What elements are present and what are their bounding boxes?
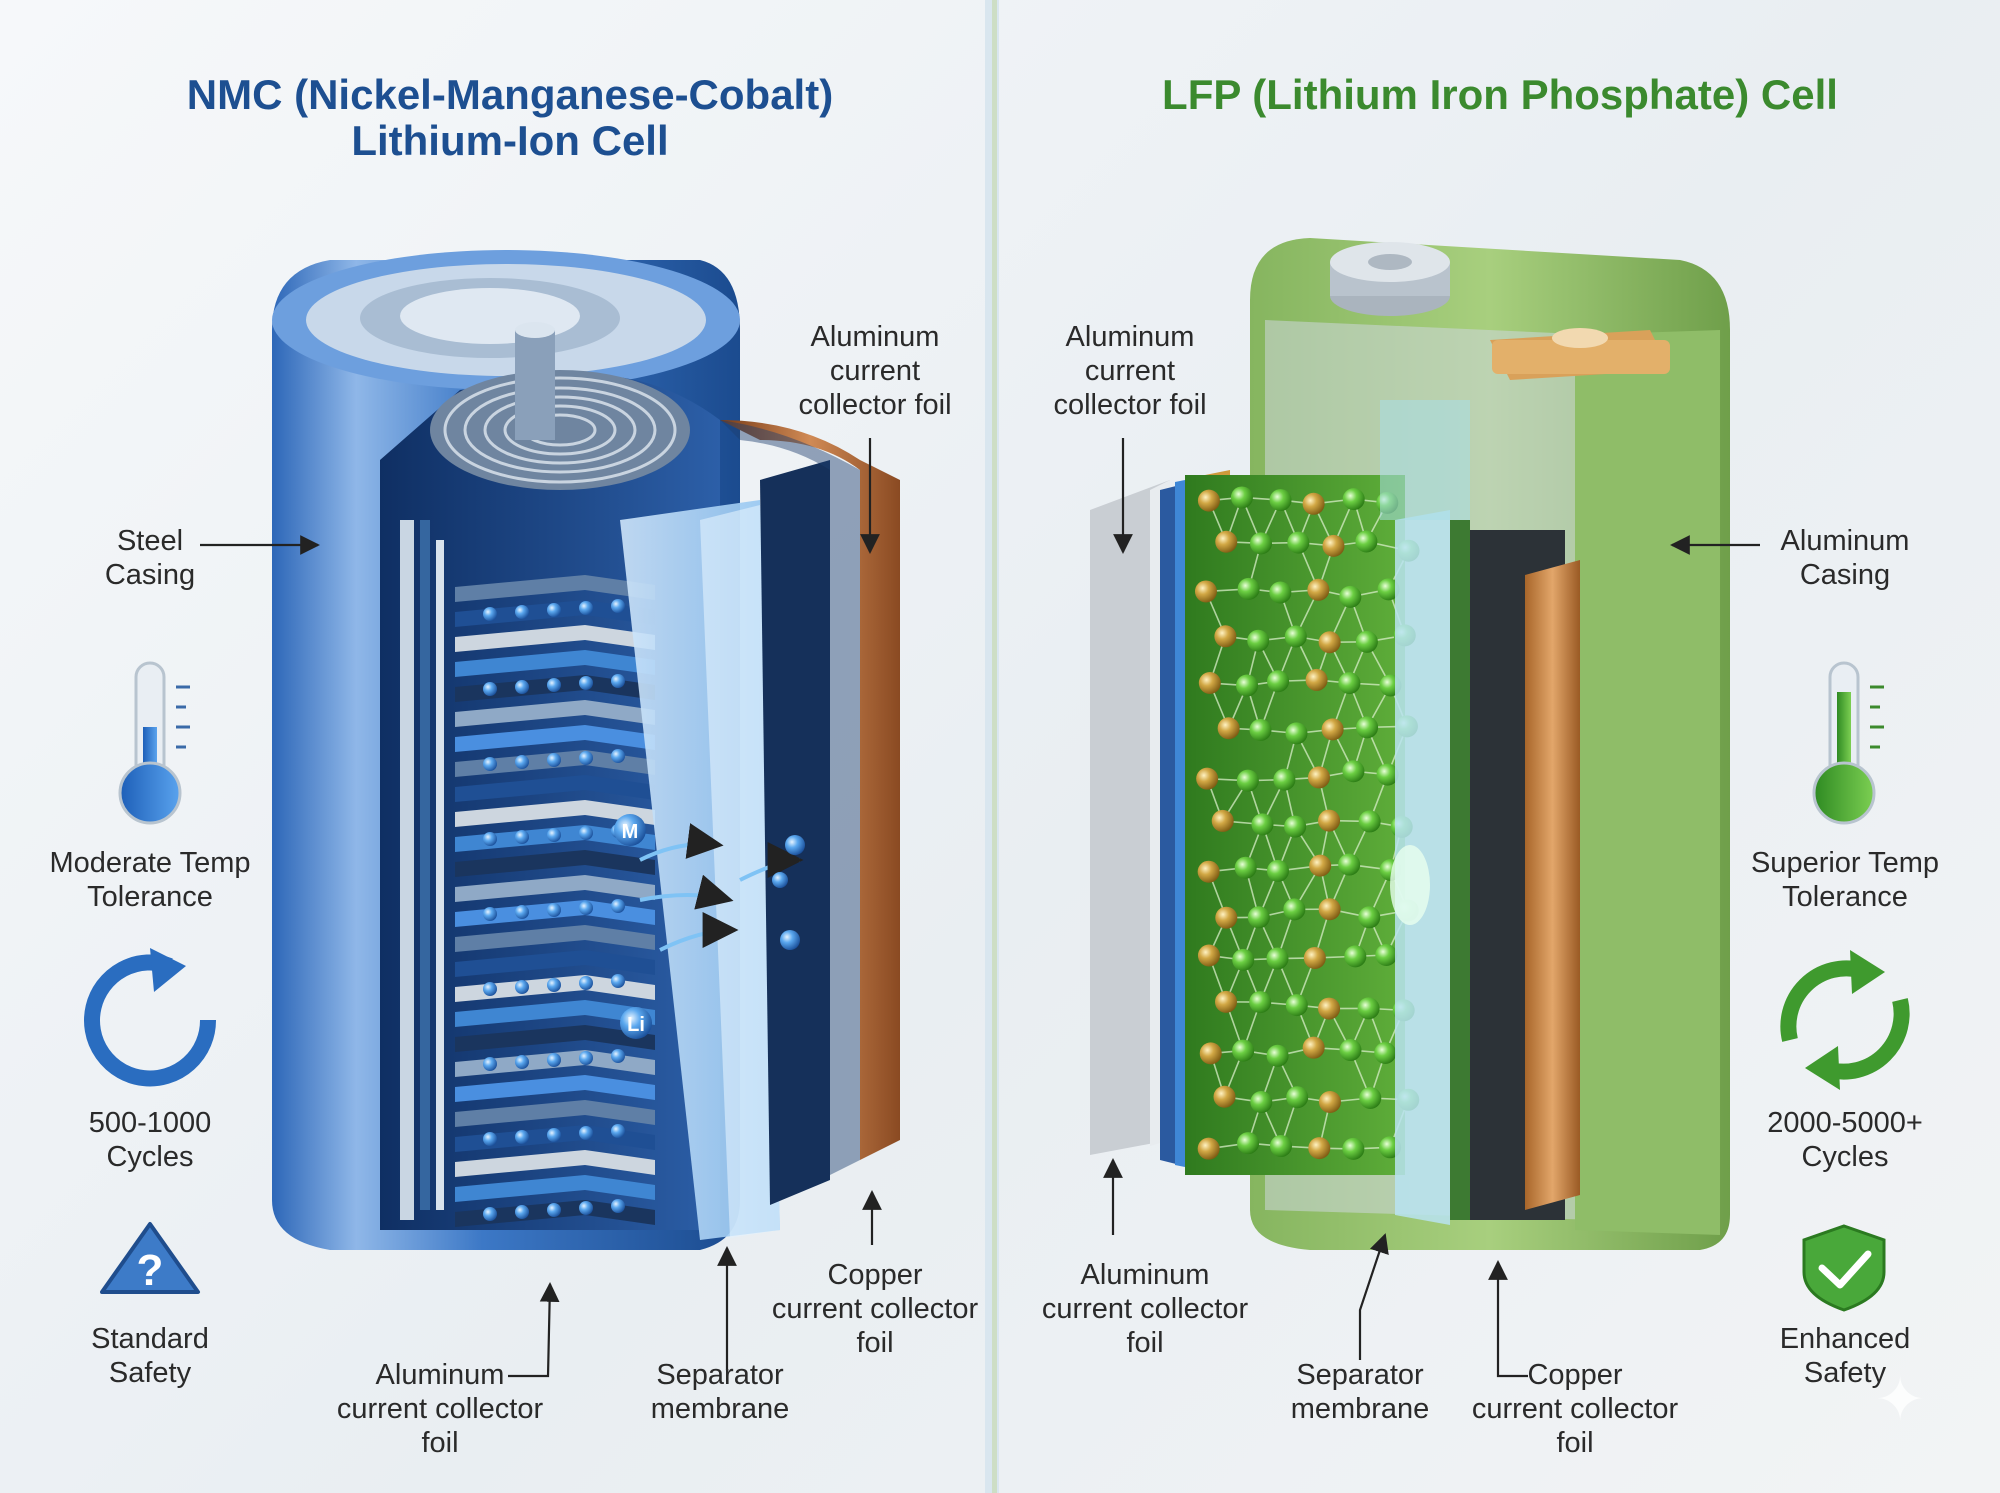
nmc-copper-foil xyxy=(720,420,900,1160)
lfp-cell-illustration xyxy=(1090,238,1730,1250)
lfp-label-casing: Aluminum Casing xyxy=(1780,525,1910,591)
lfp-copper-foil xyxy=(1525,560,1580,1210)
lfp-label-aluminum-bottom: Aluminum current collector foil xyxy=(1041,1259,1249,1359)
nmc-ion-flow-arrows xyxy=(639,823,804,952)
nmc-cycles: 500-1000 Cycles xyxy=(88,1107,212,1173)
cycle-arrow-icon xyxy=(84,948,217,1087)
nmc-electrode-stack xyxy=(455,575,655,1227)
nmc-cell-illustration: M Li xyxy=(272,250,900,1250)
nmc-temp-tolerance: Moderate Temp Tolerance xyxy=(49,847,251,913)
lfp-safety: Enhanced Safety xyxy=(1779,1323,1911,1389)
nmc-title-line2: Lithium-Ion Cell xyxy=(351,117,669,164)
nmc-title: NMC (Nickel-Manganese-Cobalt) Lithium-Io… xyxy=(120,72,900,164)
shield-check-icon xyxy=(1802,1224,1886,1312)
leader-lines xyxy=(200,438,1760,1378)
sparkle-icon: ✦ xyxy=(1875,1366,1926,1433)
lfp-title: LFP (Lithium Iron Phosphate) Cell xyxy=(1162,71,1838,118)
nmc-ion-li-label: Li xyxy=(627,1014,645,1036)
nmc-center-pin xyxy=(515,330,555,440)
cycle-arrow-icon xyxy=(1780,950,1910,1090)
lfp-label-separator: Separator membrane xyxy=(1290,1359,1430,1425)
thermometer-icon xyxy=(118,661,190,825)
warning-question-mark: ? xyxy=(137,1246,164,1295)
lfp-label-aluminum-top: Aluminum current collector foil xyxy=(1053,321,1207,421)
nmc-label-aluminum-top: Aluminum current collector foil xyxy=(798,321,952,421)
nmc-label-separator: Separator membrane xyxy=(650,1359,790,1425)
nmc-title-line1: NMC (Nickel-Manganese-Cobalt) xyxy=(186,71,834,118)
lfp-label-copper: Copper current collector foil xyxy=(1471,1359,1679,1459)
nmc-label-casing: Steel Casing xyxy=(104,525,196,591)
nmc-ion-li-badge xyxy=(620,1007,652,1039)
nmc-ion-m-label: M xyxy=(622,821,639,843)
lfp-temp-tolerance: Superior Temp Tolerance xyxy=(1750,847,1940,913)
warning-triangle-icon: ? xyxy=(100,1222,200,1295)
nmc-label-aluminum-bottom: Aluminum current collector foil xyxy=(336,1359,544,1459)
lfp-cycles: 2000-5000+ Cycles xyxy=(1767,1107,1923,1173)
thermometer-icon xyxy=(1812,661,1884,825)
nmc-ion-m-badge xyxy=(614,814,646,846)
nmc-label-copper: Copper current collector foil xyxy=(771,1259,979,1359)
nmc-safety: Standard Safety xyxy=(91,1323,209,1389)
